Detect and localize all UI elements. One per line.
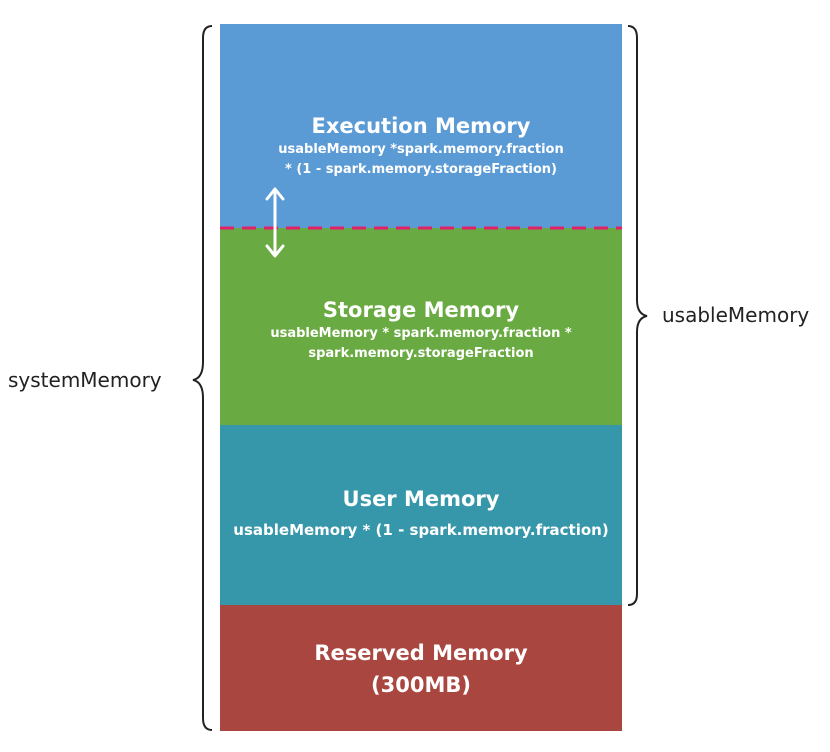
storage-memory-formula-line1: usableMemory * spark.memory.fraction * [270,326,572,341]
execution-memory-formula-line1: usableMemory *spark.memory.fraction [278,142,564,157]
execution-memory-block: Execution Memory usableMemory *spark.mem… [220,24,622,228]
double-headed-vertical-arrow-icon [265,187,285,258]
left-curly-brace-icon [192,25,213,731]
usable-memory-label: usableMemory [662,303,810,327]
user-memory-formula: usableMemory * (1 - spark.memory.fractio… [233,521,609,539]
execution-memory-formula-line2: * (1 - spark.memory.storageFraction) [285,162,557,177]
storage-memory-title: Storage Memory [322,298,520,322]
execution-memory-title: Execution Memory [311,114,531,138]
right-curly-brace-icon [627,25,648,606]
reserved-memory-size: (300MB) [371,673,471,697]
storage-memory-block: Storage Memory usableMemory * spark.memo… [220,228,622,425]
user-memory-block: User Memory usableMemory * (1 - spark.me… [220,425,622,605]
reserved-memory-block: Reserved Memory (300MB) [220,605,622,731]
user-memory-title: User Memory [342,487,500,511]
storage-memory-formula-line2: spark.memory.storageFraction [308,346,534,361]
reserved-memory-title: Reserved Memory [314,641,528,665]
system-memory-label: systemMemory [8,368,162,392]
